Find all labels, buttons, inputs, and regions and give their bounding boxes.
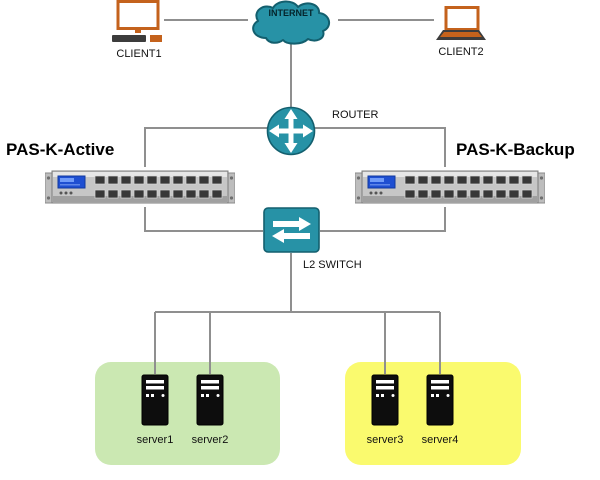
pask-backup-label: PAS-K-Backup (456, 140, 575, 159)
client1-label: CLIENT1 (116, 48, 162, 60)
server3-label: server3 (366, 434, 404, 446)
client2-laptop-icon (436, 6, 486, 40)
server-group-zone-green (95, 362, 280, 465)
internet-label: INTERNET (269, 8, 315, 18)
router-label: ROUTER (332, 109, 379, 121)
client2-label: CLIENT2 (438, 46, 484, 58)
server4-label: server4 (421, 434, 459, 446)
pask-backup-appliance-icon (355, 167, 545, 207)
server2-icon (195, 374, 225, 426)
server4-icon (425, 374, 455, 426)
client1-desktop-icon (112, 0, 162, 42)
server1-icon (140, 374, 170, 426)
server3-icon (370, 374, 400, 426)
pask-active-label: PAS-K-Active (6, 140, 115, 159)
internet-cloud-icon: INTERNET (252, 0, 331, 45)
pask-active-appliance-icon (45, 167, 235, 207)
server1-label: server1 (136, 434, 174, 446)
server2-label: server2 (191, 434, 229, 446)
router-icon (266, 106, 316, 156)
l2-switch-label: L2 SWITCH (303, 259, 362, 271)
l2-switch-icon (263, 207, 320, 253)
